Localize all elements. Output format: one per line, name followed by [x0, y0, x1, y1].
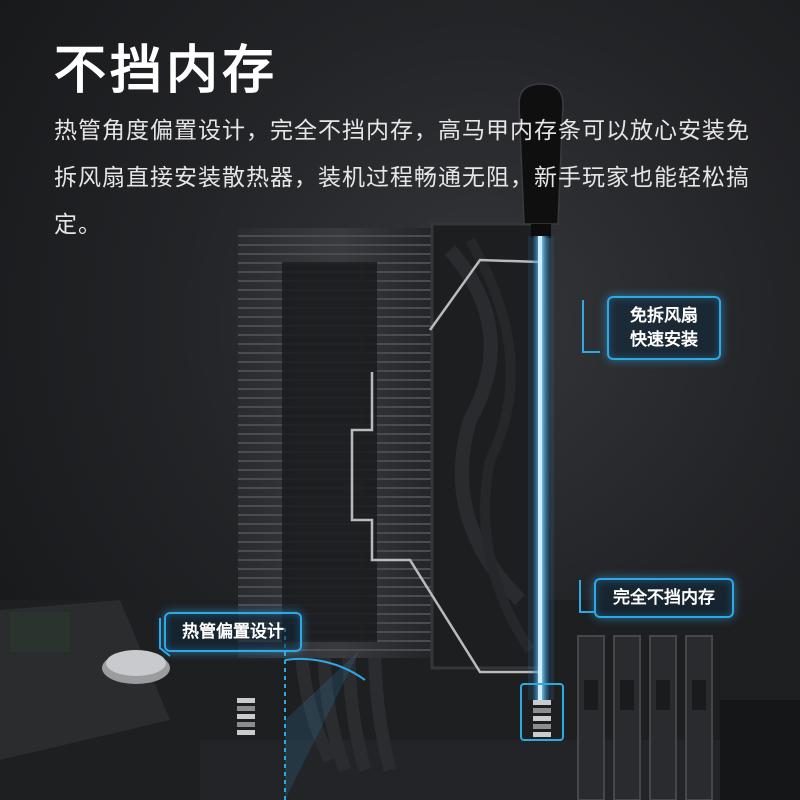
fin-shadow	[282, 262, 377, 642]
callout-fan-line2: 快速安装	[630, 330, 698, 350]
screw-thread	[237, 730, 255, 735]
callout-fan-line1: 免拆风扇	[630, 306, 698, 326]
description-text: 热管角度偏置设计，完全不挡内存，高马甲内存条可以放心安装免拆风扇直接安装散热器，…	[54, 118, 750, 238]
heatpipe-angle-overlay	[284, 628, 366, 800]
screw-thread	[533, 732, 551, 737]
memory-stick	[685, 635, 713, 800]
callout-memory: 完全不挡内存	[594, 578, 734, 618]
screw-thread	[533, 724, 551, 729]
memory-notch	[584, 680, 598, 710]
screw-thread	[533, 708, 551, 713]
fan-clip	[350, 258, 541, 674]
callout-fan: 免拆风扇 快速安装	[607, 296, 721, 360]
memory-notch	[656, 680, 670, 710]
screw-highlight-box	[520, 683, 564, 741]
screw-thread	[237, 698, 255, 703]
screw-thread	[237, 706, 255, 711]
board-screw-knob	[102, 650, 170, 684]
screwdriver-icon	[518, 83, 564, 700]
callout-connectors	[159, 300, 600, 657]
cooling-fan	[430, 222, 542, 670]
screw-thread	[237, 714, 255, 719]
memory-notch	[692, 680, 706, 710]
memory-stick	[613, 635, 641, 800]
callout-heatpipe: 热管偏置设计	[164, 612, 302, 652]
memory-modules	[577, 635, 713, 800]
memory-notch	[620, 680, 634, 710]
screw-thread	[533, 700, 551, 705]
memory-stick	[649, 635, 677, 800]
screw-thread	[237, 722, 255, 727]
page-title: 不挡内存	[54, 41, 279, 101]
mounting-screws	[237, 698, 551, 737]
screw-thread	[533, 716, 551, 721]
heatsink-fins	[238, 228, 438, 658]
memory-stick	[577, 635, 605, 800]
